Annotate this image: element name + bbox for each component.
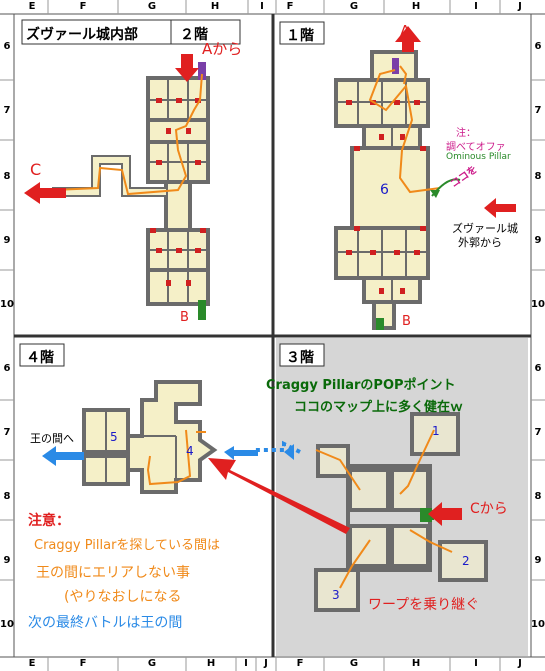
row-header-right-6: 6 bbox=[534, 41, 542, 52]
floor4-title: ４階 bbox=[26, 350, 54, 366]
floor3-pop-2: ココのマップ上に多く健在ｗ bbox=[294, 400, 464, 415]
floor1-label-b: B bbox=[402, 314, 411, 329]
row-header-right-9b: 9 bbox=[534, 555, 542, 566]
col-header-top-f2: F bbox=[286, 1, 294, 12]
floor1-note-2: 調べてオファ bbox=[446, 142, 506, 153]
col-header-top-f: F bbox=[79, 1, 87, 12]
floor1-label-a: A bbox=[400, 22, 411, 40]
floor4-map bbox=[19, 343, 258, 494]
floor1-note-3: Ominous Pillar bbox=[446, 152, 511, 162]
floor1-note-1: 注： bbox=[456, 128, 476, 139]
floor2-floor-label: ２階 bbox=[180, 27, 208, 43]
col-header-bottom-j2: J bbox=[518, 658, 522, 669]
col-header-bottom-f2: F bbox=[296, 658, 304, 669]
col-header-top-g: G bbox=[147, 1, 157, 12]
floor4-warn-title: 注意： bbox=[28, 513, 70, 529]
floor3-title: ３階 bbox=[286, 350, 314, 366]
row-header-right-9: 9 bbox=[534, 235, 542, 246]
row-header-left-9b: 9 bbox=[3, 555, 11, 566]
row-header-right-7b: 7 bbox=[534, 427, 542, 438]
floor1-room-6: 6 bbox=[380, 182, 389, 198]
col-header-bottom-g: G bbox=[147, 658, 157, 669]
col-header-bottom-i2: I bbox=[474, 658, 478, 669]
row-header-right-8b: 8 bbox=[534, 491, 542, 502]
floor3-room-3: 3 bbox=[332, 588, 340, 602]
floor4-room-4: 4 bbox=[186, 444, 194, 458]
row-header-left-9: 9 bbox=[3, 235, 11, 246]
floor3-from-c: Cから bbox=[470, 501, 508, 517]
col-header-top-h: H bbox=[210, 1, 220, 12]
floor4-warn-3: (やりなおしになる bbox=[64, 589, 182, 605]
row-header-left-6: 6 bbox=[3, 41, 11, 52]
row-header-left-10: 10 bbox=[0, 299, 14, 310]
col-header-bottom-f: F bbox=[79, 658, 87, 669]
floor4-warn-2: 王の間にエリアしない事 bbox=[36, 565, 190, 581]
floor4-room-5: 5 bbox=[110, 430, 118, 444]
floor4-to-throne: 王の間へ bbox=[30, 432, 74, 445]
floor2-map bbox=[21, 19, 241, 320]
floor2-title: ズヴァール城内部 bbox=[26, 27, 138, 43]
row-header-right-10b: 10 bbox=[531, 619, 545, 630]
floor1-from-outer-2: 外郭から bbox=[458, 236, 502, 249]
col-header-bottom-g2: G bbox=[349, 658, 359, 669]
floor2-label-b: B bbox=[180, 310, 189, 325]
floor3-room-2: 2 bbox=[462, 554, 470, 568]
row-header-left-6b: 6 bbox=[3, 363, 11, 374]
floor2-from-a: Aから bbox=[202, 40, 243, 58]
col-header-top-i2: I bbox=[474, 1, 478, 12]
row-header-left-7b: 7 bbox=[3, 427, 11, 438]
col-header-bottom-i: I bbox=[244, 658, 248, 669]
col-header-bottom-e: E bbox=[28, 658, 36, 669]
floor3-pop-1: Craggy PillarのPOPポイント bbox=[266, 378, 456, 393]
row-header-left-10b: 10 bbox=[0, 619, 14, 630]
floor4-warn-4: 次の最終バトルは王の間 bbox=[28, 615, 183, 631]
row-header-right-8: 8 bbox=[534, 171, 542, 182]
floor1-from-outer-1: ズヴァール城 bbox=[452, 222, 518, 235]
floor1-title: １階 bbox=[286, 28, 314, 44]
row-header-left-7: 7 bbox=[3, 105, 11, 116]
col-header-top-j2: J bbox=[518, 1, 522, 12]
floor3-room-1: 1 bbox=[432, 424, 440, 438]
row-header-right-10: 10 bbox=[531, 299, 545, 310]
col-header-bottom-j: J bbox=[264, 658, 268, 669]
row-header-left-8b: 8 bbox=[3, 491, 11, 502]
col-header-top-h2: H bbox=[411, 1, 421, 12]
floor4-warn-1: Craggy Pillarを探している間は bbox=[34, 538, 221, 553]
floor1-map bbox=[279, 21, 516, 330]
row-header-left-8: 8 bbox=[3, 171, 11, 182]
row-header-right-7: 7 bbox=[534, 105, 542, 116]
floor3-map bbox=[208, 343, 488, 612]
col-header-top-i: I bbox=[260, 1, 264, 12]
col-header-bottom-h: H bbox=[206, 658, 216, 669]
floor3-relay: ワープを乗り継ぐ bbox=[368, 597, 480, 613]
col-header-bottom-h2: H bbox=[411, 658, 421, 669]
col-header-top-e: E bbox=[28, 1, 36, 12]
col-header-top-g2: G bbox=[349, 1, 359, 12]
floor2-to-c: C bbox=[30, 160, 42, 179]
row-header-right-6b: 6 bbox=[534, 363, 542, 374]
